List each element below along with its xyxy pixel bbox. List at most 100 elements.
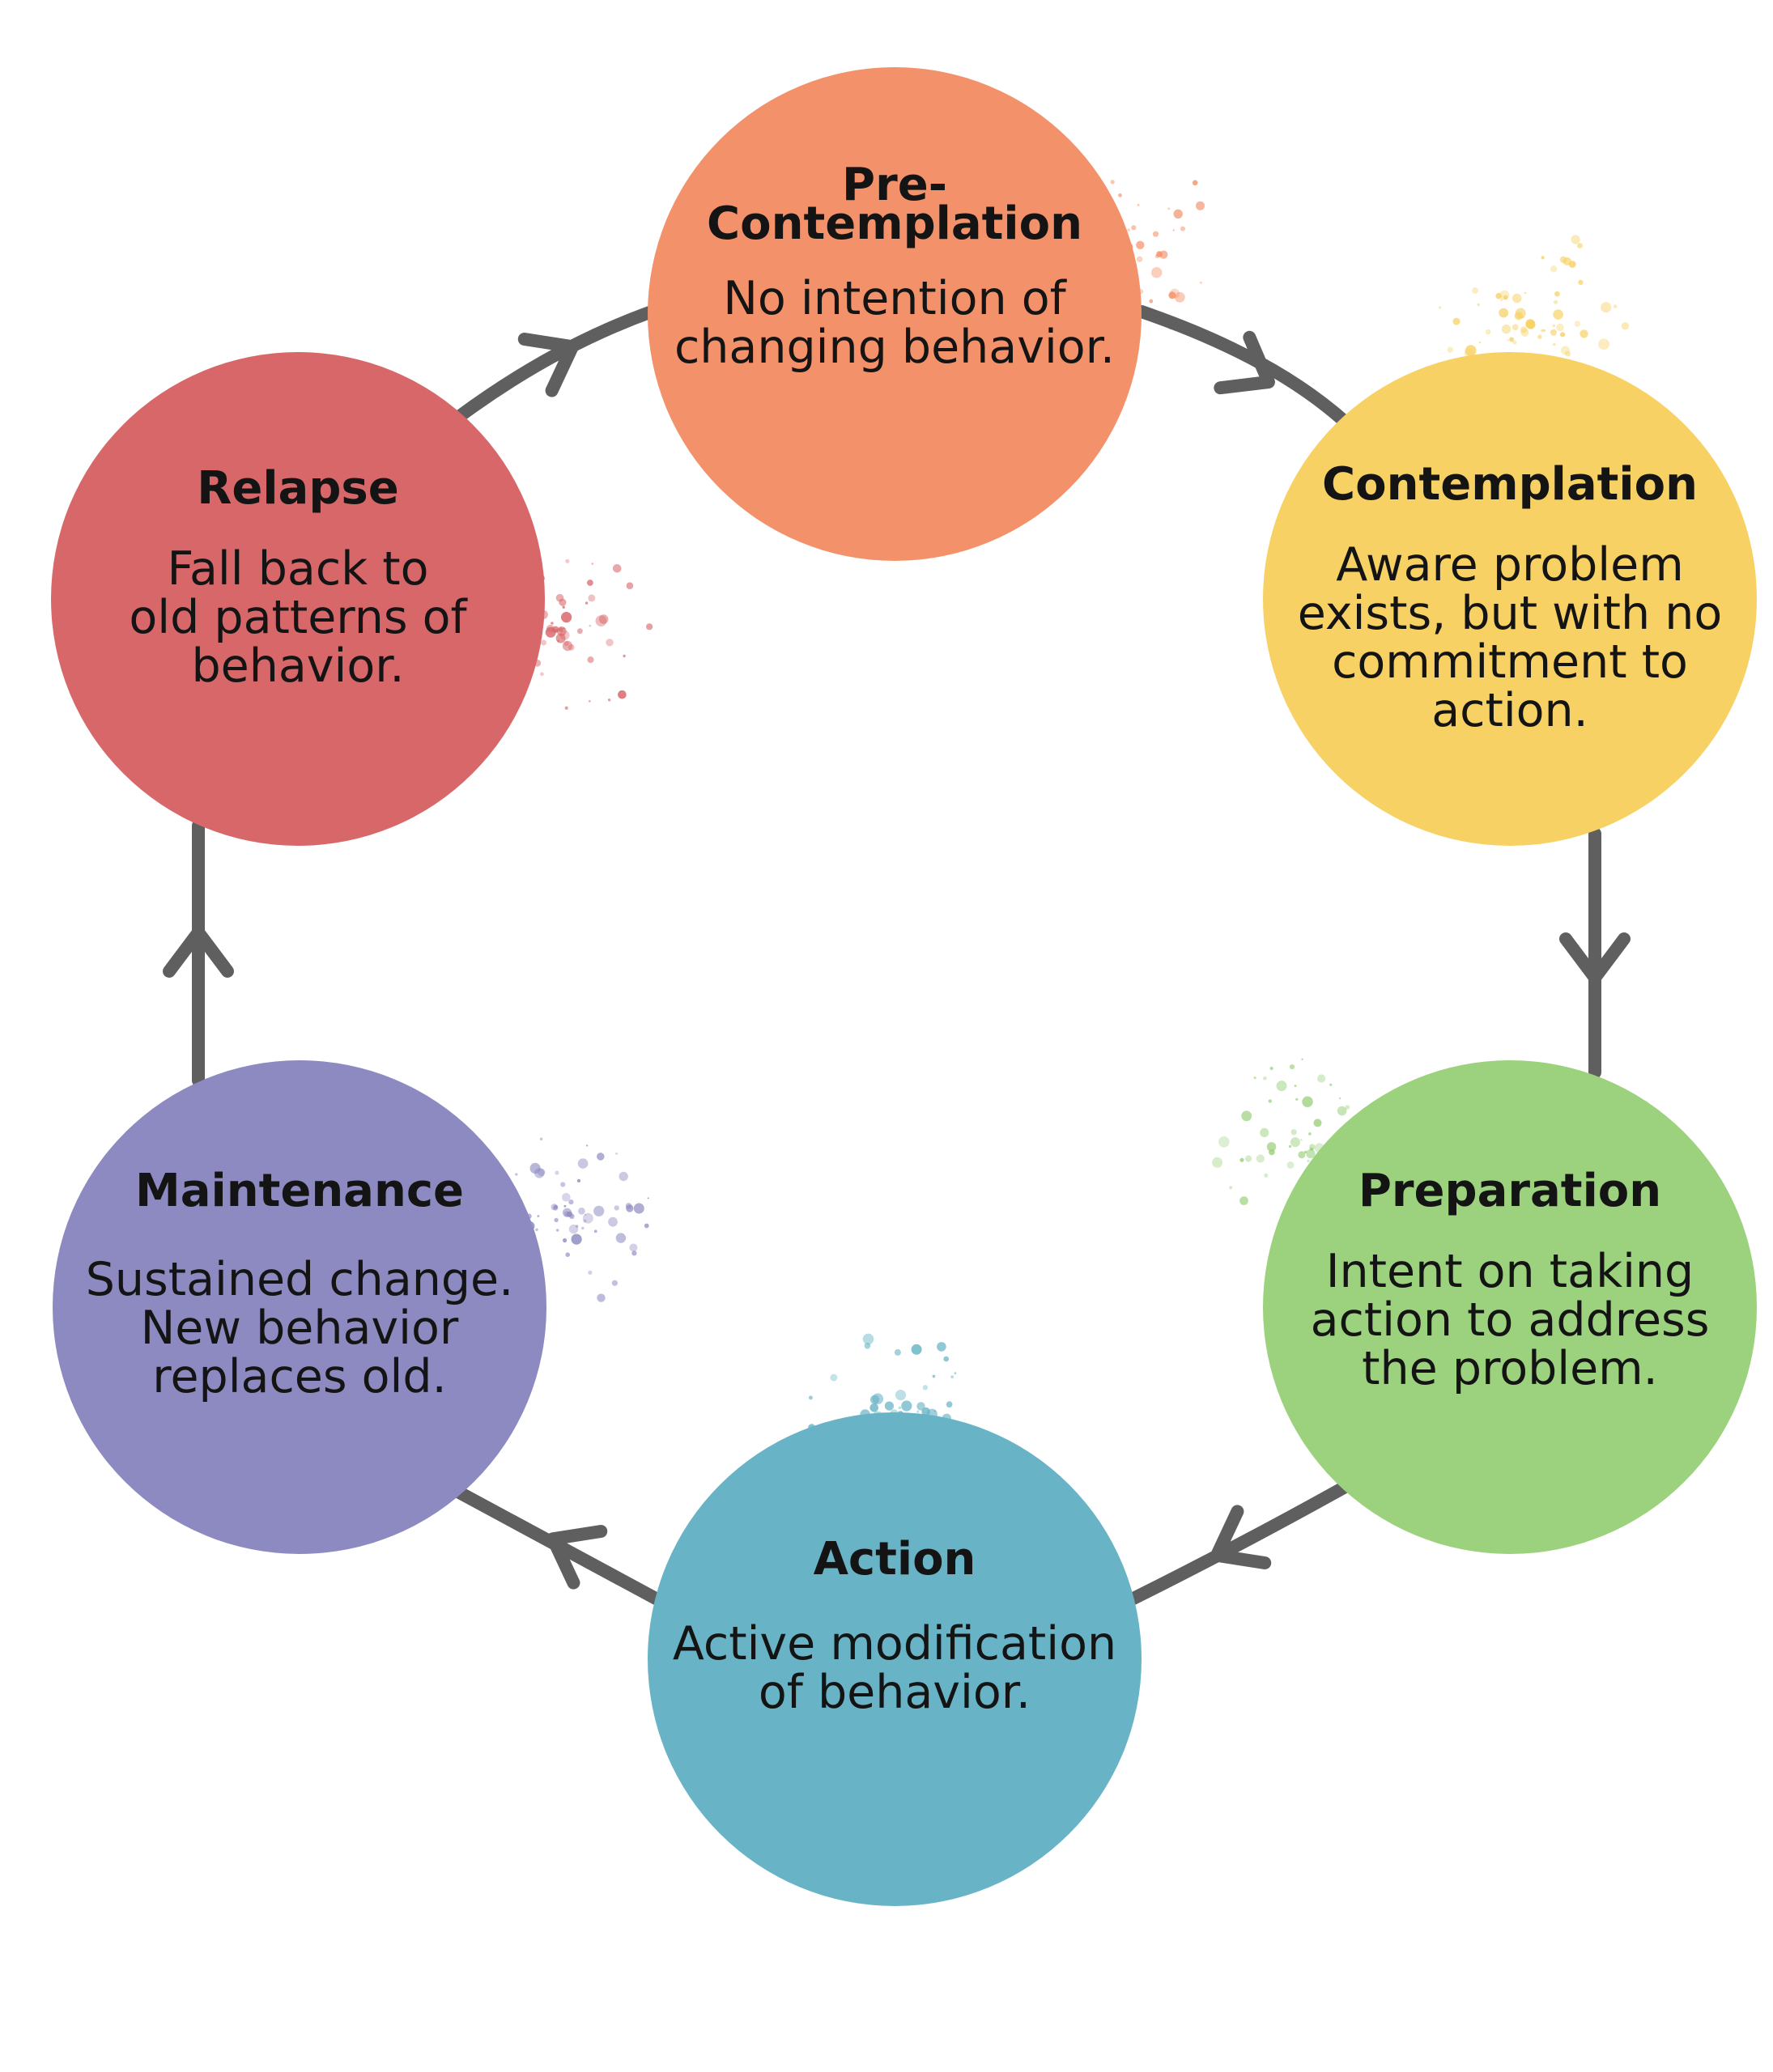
splatter-dot <box>555 593 564 602</box>
splatter-dot <box>563 1204 567 1208</box>
stage-description: Intent on taking action to address the p… <box>1310 1245 1710 1395</box>
splatter-dot <box>1337 1106 1347 1116</box>
splatter-dot <box>911 1344 922 1355</box>
splatter-dot <box>1550 265 1558 273</box>
splatter-dot <box>1550 329 1557 336</box>
splatter-dot <box>1173 209 1183 219</box>
splatter-dot <box>588 594 596 602</box>
splatter-dot <box>1308 1132 1312 1136</box>
splatter-dot <box>593 1205 605 1216</box>
splatter-dot <box>1241 1110 1252 1122</box>
splatter-dot <box>1253 1076 1256 1080</box>
splatter-dot <box>1499 290 1510 300</box>
splatter-dot <box>623 654 626 658</box>
splatter-dot <box>1520 328 1529 337</box>
splatter-dot <box>1317 1074 1326 1083</box>
splatter-dot <box>563 627 565 630</box>
splatter-dot <box>1229 1186 1233 1190</box>
splatter-dot <box>582 1212 593 1224</box>
splatter-dot <box>1542 329 1546 332</box>
splatter-dot <box>1541 256 1545 260</box>
splatter-dot <box>943 1356 949 1362</box>
splatter-dot <box>561 612 572 623</box>
splatter-dot <box>1554 299 1558 304</box>
splatter-dot <box>1528 321 1533 326</box>
splatter-dot <box>555 633 566 643</box>
splatter-dot <box>901 1400 912 1412</box>
splatter-dot <box>1264 1173 1269 1178</box>
splatter-dot <box>1118 193 1122 197</box>
splatter-dot <box>1156 251 1163 257</box>
splatter-dot <box>1556 323 1564 332</box>
splatter-dot <box>1192 180 1198 186</box>
splatter-dot <box>1345 1105 1350 1110</box>
splatter-dot <box>551 1204 558 1211</box>
splatter-dot <box>631 1250 637 1256</box>
splatter-dot <box>1300 1139 1303 1141</box>
splatter-dot <box>1239 1196 1248 1205</box>
splatter-dot <box>1515 308 1526 319</box>
arrowhead-icon <box>1214 330 1275 395</box>
splatter-dot <box>1136 256 1143 262</box>
splatter-dot <box>1560 332 1566 338</box>
splatter-dot <box>1137 203 1140 206</box>
splatter-dot <box>629 1243 638 1252</box>
splatter-dot <box>619 1171 628 1182</box>
splatter-dot <box>559 630 570 640</box>
splatter-dot <box>625 1203 632 1209</box>
splatter-dot <box>606 639 614 647</box>
splatter-dot <box>937 1342 946 1352</box>
splatter-dot <box>1439 306 1442 309</box>
splatter-dot <box>1276 1081 1287 1092</box>
splatter-dot <box>589 624 592 627</box>
splatter-dot <box>554 1217 559 1223</box>
splatter-dot <box>553 1204 559 1209</box>
splatter-dot <box>1465 345 1477 356</box>
splatter-dot <box>577 628 583 635</box>
arrowhead-icon <box>546 1524 608 1590</box>
splatter-dot <box>515 1173 518 1176</box>
splatter-dot <box>575 1225 579 1228</box>
stage-description: Active modification of behavior. <box>672 1617 1117 1719</box>
splatter-dot <box>862 1333 874 1345</box>
splatter-dot <box>916 1410 920 1413</box>
arrow-relapse-to-pre-contemplation <box>447 305 658 427</box>
cycle-arrows <box>163 305 1631 1605</box>
splatter-dot <box>1286 1161 1295 1169</box>
splatter-dot <box>1269 1066 1273 1071</box>
splatter-dot <box>1289 1064 1295 1070</box>
splatter-dot <box>585 1213 587 1216</box>
stage-title: Maintenance <box>134 1165 465 1217</box>
splatter-dot <box>1507 339 1509 342</box>
splatter-dot <box>612 564 622 573</box>
splatter-dot <box>1239 1157 1244 1162</box>
splatter-dot <box>1329 1083 1333 1086</box>
splatter-dot <box>535 1228 538 1232</box>
splatter-dot <box>1301 1058 1303 1061</box>
splatter-dot <box>1196 201 1205 210</box>
splatter-dot <box>585 601 589 605</box>
splatter-dot <box>1541 329 1544 333</box>
splatter-dot <box>1552 324 1556 328</box>
splatter-dot <box>1245 1155 1252 1162</box>
splatter-dot <box>1269 1149 1275 1156</box>
splatter-dot <box>932 1374 936 1378</box>
splatter-dot <box>598 614 609 624</box>
splatter-dot <box>597 1293 606 1302</box>
splatter-dot <box>565 558 570 563</box>
splatter-dot <box>1578 279 1584 285</box>
splatter-dot <box>933 1410 937 1412</box>
splatter-dot <box>1149 299 1154 304</box>
splatter-dot <box>1151 267 1163 278</box>
stage-title: Relapse <box>197 462 399 515</box>
splatter-dot <box>1212 1157 1223 1168</box>
splatter-dot <box>1477 303 1480 307</box>
splatter-dot <box>1167 207 1171 210</box>
splatter-dot <box>588 1270 593 1275</box>
splatter-dot <box>545 626 556 638</box>
splatter-dot <box>1509 337 1514 342</box>
splatter-dot <box>593 1229 597 1233</box>
stage-description: Sustained change. New behavior replaces … <box>85 1253 514 1403</box>
splatter-dot <box>563 1238 568 1243</box>
